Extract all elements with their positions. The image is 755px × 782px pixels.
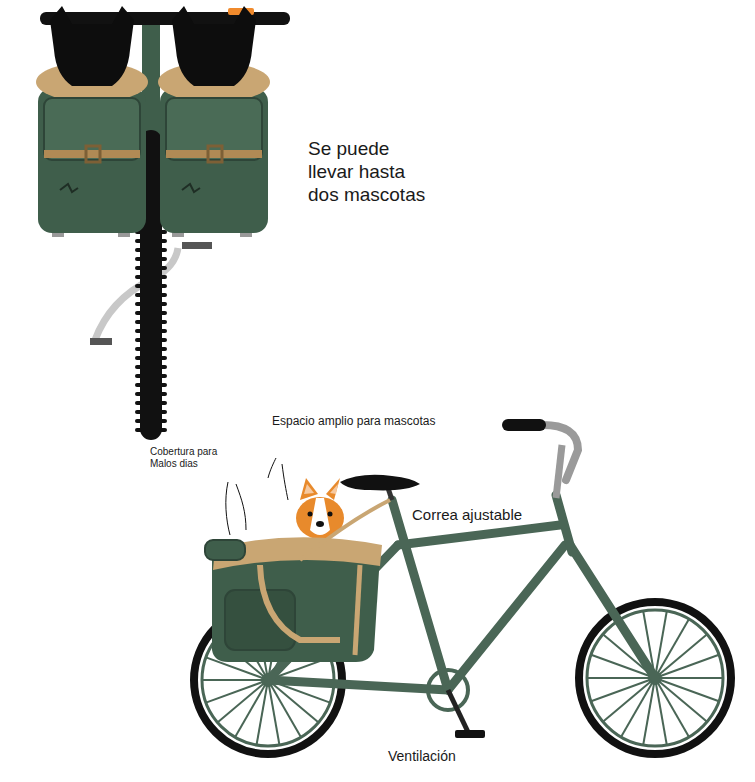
corgi-ear-inner	[304, 484, 314, 494]
pet-bag	[160, 88, 268, 233]
leader-line	[282, 464, 288, 500]
stem	[556, 445, 562, 498]
corgi-blaze	[310, 498, 330, 535]
spoke	[206, 680, 268, 703]
strap-label: Correa ajustable	[412, 506, 552, 524]
spoke	[235, 680, 268, 737]
handlebar	[540, 425, 578, 480]
corgi-nose	[316, 521, 324, 527]
pet-bag	[38, 88, 146, 233]
spoke	[655, 677, 723, 679]
bag-flap	[44, 98, 140, 160]
frame-tube	[95, 248, 178, 340]
spoke	[655, 634, 707, 678]
space-label: Espacio amplio para mascotas	[272, 414, 472, 428]
pet-bag	[212, 555, 380, 662]
pedal	[182, 242, 212, 249]
top-view-bike	[36, 6, 290, 440]
strap	[260, 565, 340, 640]
bag-flap	[166, 98, 262, 160]
buckle	[208, 146, 222, 162]
rain-cover	[205, 540, 245, 560]
spoke	[202, 679, 268, 681]
spoke	[217, 680, 268, 722]
spoke	[655, 678, 707, 722]
strap	[44, 150, 140, 158]
strap	[166, 150, 262, 158]
strap	[300, 500, 390, 560]
side-view-bike	[194, 419, 731, 754]
saddle	[340, 475, 420, 491]
ventilation-label: Ventilación	[388, 748, 508, 765]
bag-stitch	[182, 184, 200, 192]
corgi-eye	[308, 512, 313, 517]
spoke	[655, 619, 689, 678]
cover-label: Cobertura para Malos dias	[150, 446, 232, 470]
corgi-ear-inner	[330, 484, 338, 494]
strap	[355, 565, 360, 655]
dog-silhouette	[50, 6, 134, 86]
buckle	[86, 146, 100, 162]
spoke	[655, 655, 719, 678]
spoke	[591, 678, 655, 701]
bag-stitch	[60, 184, 78, 192]
capacity-note: Se puede llevar hasta dos mascotas	[308, 138, 433, 206]
corgi-ear	[300, 478, 318, 500]
leader-line	[268, 458, 276, 478]
spoke	[268, 680, 279, 745]
spoke	[655, 678, 719, 701]
spoke	[603, 678, 655, 722]
spoke	[587, 677, 655, 679]
corgi-eye	[328, 512, 333, 517]
leader-line	[236, 484, 246, 530]
corgi-ear	[326, 478, 340, 500]
dog-silhouette	[172, 6, 256, 86]
crank	[448, 690, 468, 732]
spoke	[655, 678, 667, 745]
pedal	[455, 730, 485, 738]
vent-pocket	[225, 590, 295, 650]
grip	[502, 419, 546, 431]
spoke	[621, 678, 655, 737]
pedal	[90, 338, 112, 345]
leader-line	[226, 482, 230, 535]
